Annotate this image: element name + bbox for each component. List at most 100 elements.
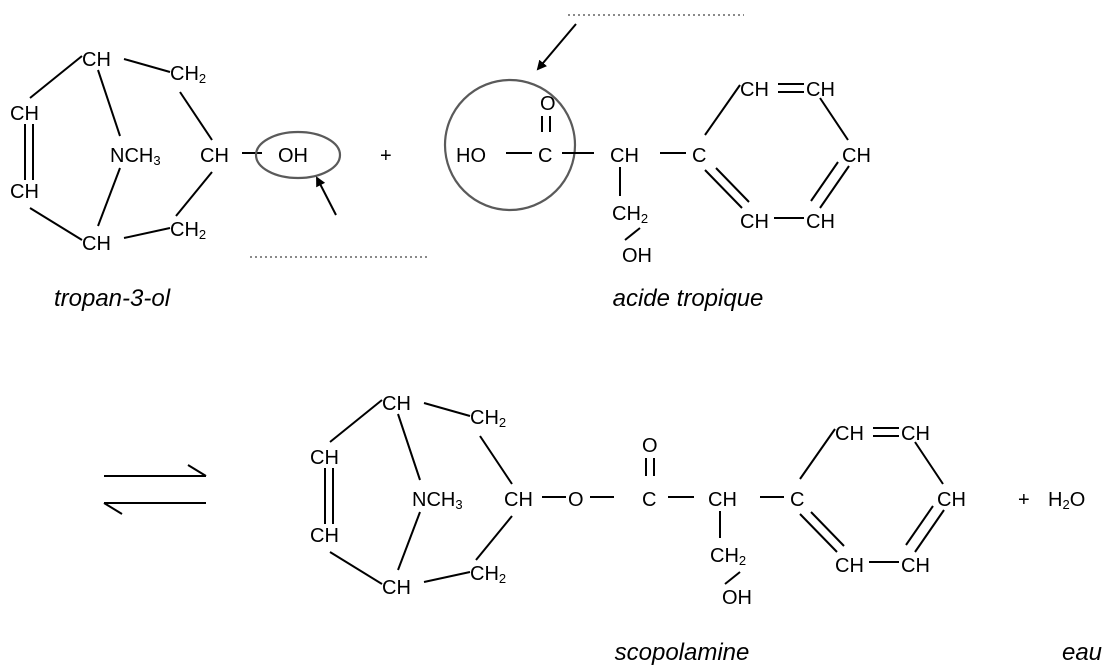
svg-text:C: C — [692, 145, 706, 167]
svg-text:CH: CH — [806, 79, 835, 101]
reactants-plus-sign: + — [380, 145, 392, 167]
svg-text:OH: OH — [722, 587, 752, 609]
oh-pointer-arrow — [316, 176, 337, 216]
svg-text:CH: CH — [901, 423, 930, 445]
svg-text:CH2: CH2 — [470, 407, 506, 430]
scopo-ch2-side: CH — [710, 545, 739, 567]
tropanol-ch-carbinol: CH — [200, 145, 229, 167]
scopo-nch3-sub: 3 — [455, 497, 462, 512]
svg-text:CH: CH — [310, 525, 339, 547]
svg-text:OH: OH — [622, 245, 652, 267]
svg-text:CH: CH — [901, 555, 930, 577]
scopo-ch-alkene-bottom: CH — [310, 525, 339, 547]
tropanol-oh: OH — [278, 145, 308, 167]
acid-ring-ch-5: CH — [806, 211, 835, 233]
svg-text:CH2: CH2 — [170, 219, 206, 242]
scopo-ch-top: CH — [382, 393, 411, 415]
tropan-3-ol-structure: CH CH2 CH NCH3 CH CH CH2 CH OH — [10, 49, 428, 258]
scopo-carbonyl-o: O — [642, 435, 658, 457]
scopo-alpha-ch: CH — [708, 489, 737, 511]
equilibrium-arrows — [103, 464, 207, 515]
svg-text:CH: CH — [740, 79, 769, 101]
tropanol-nch3: NCH — [110, 145, 153, 167]
cooh-pointer-arrow — [536, 23, 577, 71]
svg-text:O: O — [540, 93, 556, 115]
acid-ho: HO — [456, 145, 486, 167]
svg-text:CH: CH — [10, 103, 39, 125]
svg-text:O: O — [568, 489, 584, 511]
svg-text:CH: CH — [740, 211, 769, 233]
tropanol-ch2-top-sub: 2 — [199, 71, 206, 86]
svg-text:CH2: CH2 — [170, 63, 206, 86]
scopo-ring-c: C — [790, 489, 804, 511]
acid-oh: OH — [622, 245, 652, 267]
svg-text:C: C — [642, 489, 656, 511]
svg-text:CH: CH — [835, 555, 864, 577]
svg-text:CH2: CH2 — [470, 563, 506, 586]
tropan-3-ol-name: tropan-3-ol — [54, 285, 171, 312]
scopolamine-structure: CH CH2 CH NCH3 CH CH CH2 CH O O C CH C C… — [310, 393, 966, 609]
scopo-ch2-top-sub: 2 — [499, 415, 506, 430]
svg-text:CH: CH — [200, 145, 229, 167]
tropanol-ch2-bottom-sub: 2 — [199, 227, 206, 242]
tropanol-ch-bottom: CH — [82, 233, 111, 255]
svg-text:C: C — [790, 489, 804, 511]
scopo-carbonyl-c: C — [642, 489, 656, 511]
acid-ring-c: C — [692, 145, 706, 167]
svg-text:CH: CH — [10, 181, 39, 203]
scopo-ch-bottom: CH — [382, 577, 411, 599]
svg-text:OH: OH — [278, 145, 308, 167]
svg-text:CH: CH — [937, 489, 966, 511]
acide-tropique-name: acide tropique — [613, 285, 764, 312]
tropanol-ch2-top: CH — [170, 63, 199, 85]
svg-text:C: C — [538, 145, 552, 167]
acid-alpha-ch: CH — [610, 145, 639, 167]
water-formula-h: H — [1048, 489, 1062, 511]
svg-text:NCH3: NCH3 — [412, 489, 463, 512]
cooh-highlight-circle — [443, 78, 577, 212]
svg-text:CH: CH — [504, 489, 533, 511]
eau-name: eau — [1062, 639, 1102, 666]
svg-text:CH: CH — [82, 233, 111, 255]
svg-text:CH2: CH2 — [612, 203, 648, 226]
svg-text:CH: CH — [82, 49, 111, 71]
scopo-nch3: NCH — [412, 489, 455, 511]
scopo-oh: OH — [722, 587, 752, 609]
water-formula-o: O — [1070, 489, 1086, 511]
svg-text:CH: CH — [842, 145, 871, 167]
water-formula: H2O — [1048, 489, 1085, 512]
scopo-ester-o: O — [568, 489, 584, 511]
tropanol-ch-top: CH — [82, 49, 111, 71]
acid-carboxyl-c: C — [538, 145, 552, 167]
products-plus-sign: + — [1018, 489, 1030, 511]
svg-text:CH: CH — [806, 211, 835, 233]
scopo-ch2-bottom: CH — [470, 563, 499, 585]
svg-text:CH: CH — [835, 423, 864, 445]
scopo-ch2-bottom-sub: 2 — [499, 571, 506, 586]
svg-text:CH: CH — [708, 489, 737, 511]
tropanol-ch-alkene-top: CH — [10, 103, 39, 125]
scopo-ring-ch-2: CH — [901, 423, 930, 445]
acid-ch2-sub: 2 — [641, 211, 648, 226]
acid-ring-ch-4: CH — [740, 211, 769, 233]
scopo-ch2-top: CH — [470, 407, 499, 429]
oh-highlight-ellipse — [254, 130, 342, 180]
scopo-ring-ch-5: CH — [901, 555, 930, 577]
svg-text:CH: CH — [310, 447, 339, 469]
acid-ring-ch-1: CH — [740, 79, 769, 101]
scopo-ring-ch-4: CH — [835, 555, 864, 577]
scopolamine-name: scopolamine — [615, 639, 750, 666]
scopo-ring-ch-1: CH — [835, 423, 864, 445]
svg-text:NCH3: NCH3 — [110, 145, 161, 168]
svg-text:CH: CH — [382, 393, 411, 415]
svg-text:HO: HO — [456, 145, 486, 167]
acid-ring-ch-3: CH — [842, 145, 871, 167]
scopo-ch2-side-sub: 2 — [739, 553, 746, 568]
acid-carbonyl-o: O — [540, 93, 556, 115]
tropanol-nch3-sub: 3 — [153, 153, 160, 168]
tropanol-ch-alkene-bottom: CH — [10, 181, 39, 203]
water-formula-sub: 2 — [1062, 497, 1069, 512]
svg-text:CH: CH — [610, 145, 639, 167]
acid-ring-ch-2: CH — [806, 79, 835, 101]
